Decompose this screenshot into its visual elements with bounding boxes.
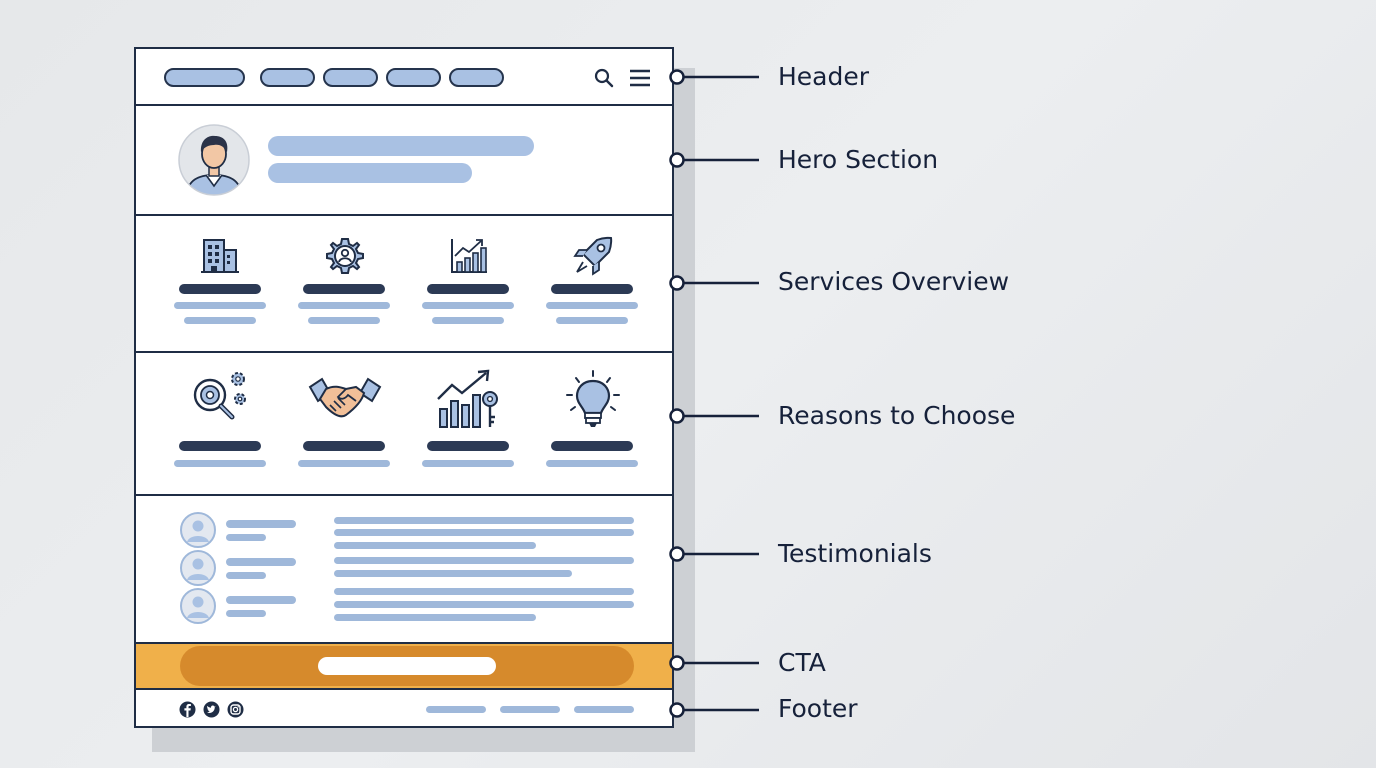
testimonial-name-placeholder <box>226 558 296 566</box>
testimonial-quote-line <box>334 570 572 577</box>
avatar-icon <box>180 588 216 624</box>
cta-button-placeholder[interactable] <box>318 657 496 675</box>
connector-dot-reasons <box>669 408 685 424</box>
nav-item-placeholder[interactable] <box>449 68 504 87</box>
hero-section <box>136 106 672 216</box>
service-text-placeholder <box>298 302 390 309</box>
nav-logo-placeholder[interactable] <box>164 68 245 87</box>
testimonial-name-placeholder <box>226 520 296 528</box>
label-testimonials: Testimonials <box>778 539 932 568</box>
connector-dot-testimonials <box>669 546 685 562</box>
handshake-icon <box>308 377 382 418</box>
rocket-icon <box>573 236 613 276</box>
testimonial-quote-line <box>334 588 634 595</box>
service-text-placeholder <box>174 302 266 309</box>
twitter-icon[interactable] <box>203 701 220 718</box>
avatar-icon <box>180 550 216 586</box>
nav-item-placeholder[interactable] <box>260 68 315 87</box>
reasons-section <box>136 353 672 496</box>
service-text-placeholder <box>556 317 628 324</box>
label-reasons-to-choose: Reasons to Choose <box>778 401 1016 430</box>
facebook-icon[interactable] <box>179 701 196 718</box>
footer-link-placeholder[interactable] <box>574 706 634 713</box>
bar-chart-icon <box>451 239 487 273</box>
service-title-placeholder <box>179 284 261 294</box>
testimonials-section <box>136 496 672 644</box>
connector-dot-footer <box>669 702 685 718</box>
wireframe-page <box>134 47 674 728</box>
growth-chart-key-icon <box>437 369 498 428</box>
service-text-placeholder <box>184 317 256 324</box>
gear-person-icon <box>326 238 364 274</box>
service-text-placeholder <box>308 317 380 324</box>
testimonial-quote-line <box>334 542 536 549</box>
connector-dot-hero <box>669 152 685 168</box>
label-hero-section: Hero Section <box>778 145 939 174</box>
label-connectors <box>669 69 759 718</box>
testimonial-role-placeholder <box>226 610 266 617</box>
reason-title-placeholder <box>179 441 261 451</box>
footer-link-placeholder[interactable] <box>426 706 486 713</box>
label-header: Header <box>778 62 870 91</box>
building-icon <box>201 239 239 273</box>
magnifier-gears-icon <box>193 372 246 420</box>
service-title-placeholder <box>551 284 633 294</box>
hero-headline-placeholder <box>268 136 534 156</box>
reason-text-placeholder <box>298 460 390 467</box>
reason-title-placeholder <box>551 441 633 451</box>
testimonial-quote-line <box>334 529 634 536</box>
header-section <box>136 49 672 106</box>
service-text-placeholder <box>422 302 514 309</box>
reason-text-placeholder <box>546 460 638 467</box>
label-footer: Footer <box>778 694 858 723</box>
service-title-placeholder <box>303 284 385 294</box>
connector-dot-header <box>669 69 685 85</box>
connector-dot-cta <box>669 655 685 671</box>
person-avatar-icon <box>178 124 250 196</box>
reason-text-placeholder <box>174 460 266 467</box>
footer-link-placeholder[interactable] <box>500 706 560 713</box>
service-text-placeholder <box>546 302 638 309</box>
search-icon[interactable] <box>594 68 614 88</box>
hero-subtext-placeholder <box>268 163 472 183</box>
cta-section <box>136 644 672 690</box>
nav-item-placeholder[interactable] <box>323 68 378 87</box>
instagram-icon[interactable] <box>227 701 244 718</box>
avatar-icon <box>180 512 216 548</box>
reason-title-placeholder <box>303 441 385 451</box>
label-cta: CTA <box>778 648 826 677</box>
footer-section <box>136 690 672 726</box>
lightbulb-icon <box>566 370 620 427</box>
testimonial-quote-line <box>334 557 634 564</box>
reason-title-placeholder <box>427 441 509 451</box>
services-section <box>136 216 672 353</box>
testimonial-role-placeholder <box>226 572 266 579</box>
testimonial-quote-line <box>334 614 536 621</box>
service-text-placeholder <box>432 317 504 324</box>
testimonial-quote-line <box>334 517 634 524</box>
hamburger-menu-icon[interactable] <box>629 69 651 87</box>
connector-dot-services <box>669 275 685 291</box>
testimonial-name-placeholder <box>226 596 296 604</box>
service-title-placeholder <box>427 284 509 294</box>
testimonial-quote-line <box>334 601 634 608</box>
reason-text-placeholder <box>422 460 514 467</box>
label-services-overview: Services Overview <box>778 267 1010 296</box>
testimonial-role-placeholder <box>226 534 266 541</box>
nav-item-placeholder[interactable] <box>386 68 441 87</box>
